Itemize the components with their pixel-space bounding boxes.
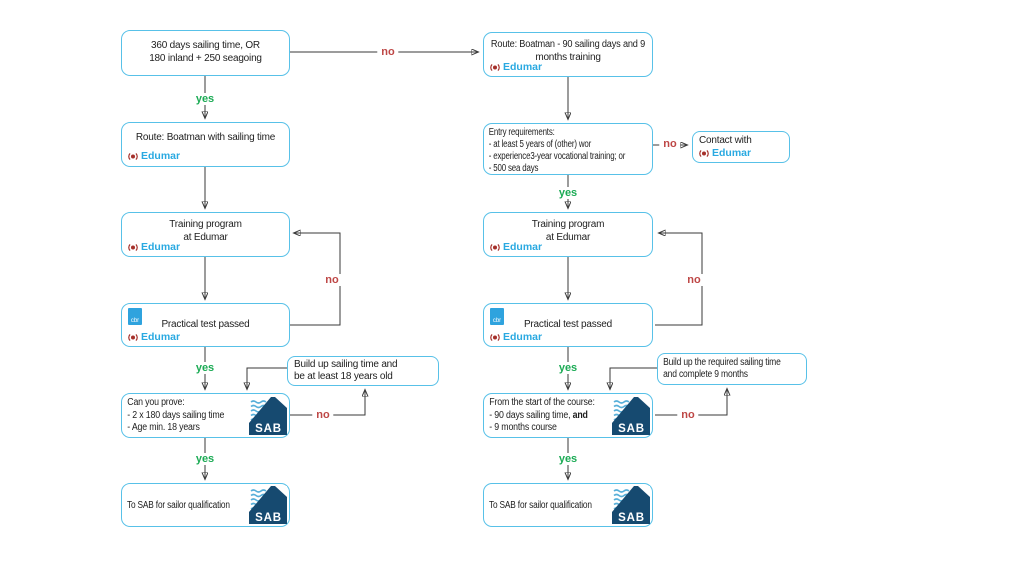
sab-icon: SAB [249, 397, 287, 435]
practical-left-title: Practical test passed [161, 319, 250, 330]
edumar-logo: Edumar [490, 62, 542, 73]
yes-label: yes [191, 453, 219, 465]
check-left-title: Can you prove: [127, 397, 185, 408]
final-right-title: To SAB for sailor qualification [488, 500, 592, 511]
training-right-line2: at Edumar [545, 232, 591, 243]
edumar-logo-text: Edumar [712, 147, 752, 159]
node-check-left: Can you prove: - 2 x 180 days sailing ti… [121, 393, 290, 438]
route-left-title: Route: Boatman with sailing time [135, 132, 276, 143]
edumar-logo-text: Edumar [503, 331, 543, 343]
node-route-left: Route: Boatman with sailing time Edumar [121, 122, 290, 167]
node-buildup-right: Build up the required sailing time and c… [657, 353, 807, 385]
check-right-item2: - 9 months course [489, 422, 557, 434]
training-left-line2: at Edumar [183, 232, 228, 243]
arrow-buildup-return-left [247, 367, 287, 389]
check-left-item2: - Age min. 18 years [127, 422, 200, 434]
start-left-line2: 180 inland + 250 seagoing [149, 53, 262, 64]
yes-label: yes [191, 93, 219, 105]
start-right-line2: months training [535, 52, 601, 63]
buildup-left-line2: be at least 18 years old [294, 371, 393, 383]
training-left-line1: Training program [169, 219, 242, 230]
no-label: no [321, 274, 343, 286]
edumar-logo-text: Edumar [503, 241, 543, 253]
buildup-right-line1: Build up the required sailing time [663, 357, 781, 368]
edumar-icon [490, 333, 500, 342]
node-final-left: To SAB for sailor qualification SAB [121, 483, 290, 527]
practical-right-title: Practical test passed [523, 319, 613, 330]
entry-item1: - at least 5 years of (other) wor [488, 139, 592, 151]
node-buildup-left: Build up sailing time and be at least 18… [287, 356, 439, 386]
edumar-logo: Edumar [490, 332, 542, 343]
edumar-icon [128, 333, 138, 342]
node-training-right: Training program at Edumar Edumar [483, 212, 653, 257]
sab-logo: SAB [249, 486, 287, 524]
sab-logo: SAB [249, 397, 287, 435]
yes-label: yes [191, 362, 219, 374]
edumar-icon [699, 149, 709, 158]
sab-logo-text: SAB [618, 512, 645, 524]
sab-logo: SAB [612, 486, 650, 524]
yes-label: yes [554, 453, 582, 465]
edumar-icon [490, 243, 500, 252]
node-start-right: Route: Boatman - 90 sailing days and 9 m… [483, 32, 653, 77]
entry-item2: - experience3-year vocational training; … [488, 151, 626, 163]
no-label: no [312, 409, 334, 421]
edumar-icon [128, 152, 138, 161]
contact-line1: Contact with [699, 135, 752, 146]
node-practical-right: cbr Practical test passed Edumar [483, 303, 653, 347]
no-label: no [677, 409, 699, 421]
yes-label: yes [554, 187, 582, 199]
edumar-logo-text: Edumar [141, 241, 181, 253]
edumar-logo: Edumar [128, 332, 180, 343]
start-right-line1: Route: Boatman - 90 sailing days and 9 [490, 39, 646, 50]
final-left-title: To SAB for sailor qualification [126, 500, 230, 511]
check-right-item1: - 90 days sailing time, and [489, 409, 588, 421]
entry-title: Entry requirements: [488, 127, 555, 138]
training-right-line1: Training program [531, 219, 605, 230]
cbr-logo: cbr [490, 308, 504, 325]
yes-label: yes [554, 362, 582, 374]
sab-icon: SAB [612, 486, 650, 524]
node-start-left: 360 days sailing time, OR 180 inland + 2… [121, 30, 290, 76]
sab-logo: SAB [612, 397, 650, 435]
node-contact: Contact with Edumar [692, 131, 790, 163]
entry-item3: - 500 sea days [488, 163, 539, 175]
start-left-line1: 360 days sailing time, OR [151, 40, 260, 51]
check-right-title: From the start of the course: [489, 397, 595, 408]
node-entry-right: Entry requirements: - at least 5 years o… [483, 123, 653, 175]
node-check-right: From the start of the course: - 90 days … [483, 393, 653, 438]
edumar-logo-text: Edumar [503, 61, 543, 73]
sab-logo-text: SAB [255, 512, 282, 524]
arrow-buildup-return-right [610, 367, 657, 389]
sab-icon: SAB [612, 397, 650, 435]
edumar-logo: Edumar [128, 242, 180, 253]
sab-logo-text: SAB [618, 423, 645, 435]
check-left-item1: - 2 x 180 days sailing time [127, 409, 225, 421]
check-right-item1-bold: and [572, 409, 588, 421]
node-training-left: Training program at Edumar Edumar [121, 212, 290, 257]
cbr-logo-text: cbr [130, 318, 140, 324]
edumar-icon [128, 243, 138, 252]
edumar-icon [490, 63, 500, 72]
buildup-left-line1: Build up sailing time and [294, 359, 398, 370]
edumar-logo: Edumar [490, 242, 542, 253]
edumar-logo-text: Edumar [141, 331, 181, 343]
node-final-right: To SAB for sailor qualification SAB [483, 483, 653, 527]
edumar-logo: Edumar [128, 151, 180, 162]
edumar-logo-text: Edumar [141, 150, 181, 162]
sab-icon: SAB [249, 486, 287, 524]
node-practical-left: cbr Practical test passed Edumar [121, 303, 290, 347]
no-label: no [683, 274, 705, 286]
sab-logo-text: SAB [255, 423, 282, 435]
cbr-logo: cbr [128, 308, 142, 325]
no-label: no [377, 46, 399, 58]
buildup-right-line2: and complete 9 months [663, 369, 748, 381]
no-label: no [659, 138, 681, 150]
edumar-logo: Edumar [699, 148, 751, 159]
cbr-logo-text: cbr [492, 318, 502, 324]
